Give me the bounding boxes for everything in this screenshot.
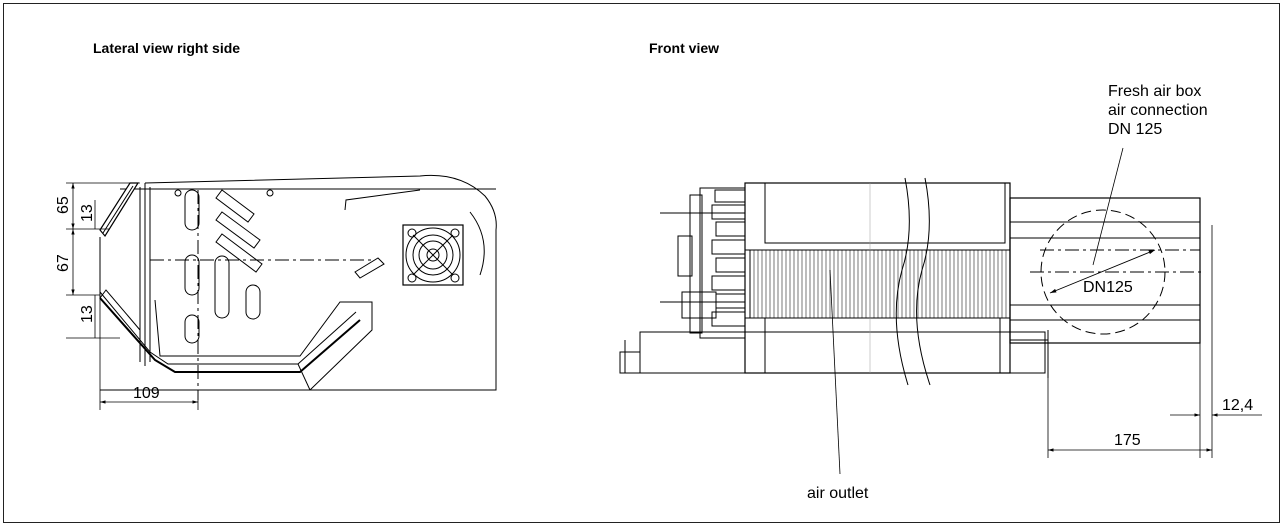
air-outlet-label: air outlet	[807, 485, 869, 502]
dim-12-4: 12,4	[1222, 397, 1253, 414]
dim-13-top: 13	[79, 204, 96, 222]
lateral-dimension-labels: 65 13 67 13 109	[55, 196, 160, 402]
front-view-title: Front view	[649, 40, 720, 56]
lateral-dimensions	[66, 182, 199, 410]
lateral-slots	[174, 189, 274, 344]
dim-109: 109	[133, 385, 160, 402]
front-dimensions	[1047, 225, 1262, 458]
lateral-view	[66, 174, 497, 410]
fresh-air-line-3: DN 125	[1108, 121, 1162, 138]
fresh-air-box	[1009, 197, 1201, 344]
dim-65: 65	[55, 196, 72, 214]
fresh-air-line-2: air connection	[1108, 102, 1208, 119]
fan-motor	[402, 224, 464, 286]
lateral-view-title: Lateral view right side	[93, 40, 241, 56]
lateral-housing-outline	[144, 174, 497, 391]
dim-67: 67	[55, 254, 72, 272]
drawing-frame	[3, 3, 1280, 523]
dn125-label: DN125	[1083, 279, 1133, 296]
front-view	[619, 147, 1262, 475]
dim-13-bottom: 13	[79, 305, 96, 323]
pipe-connections	[660, 187, 746, 339]
dim-175: 175	[1114, 432, 1141, 449]
fresh-air-line-1: Fresh air box	[1108, 83, 1201, 100]
front-labels: Fresh air box air connection DN 125 DN12…	[807, 83, 1253, 502]
